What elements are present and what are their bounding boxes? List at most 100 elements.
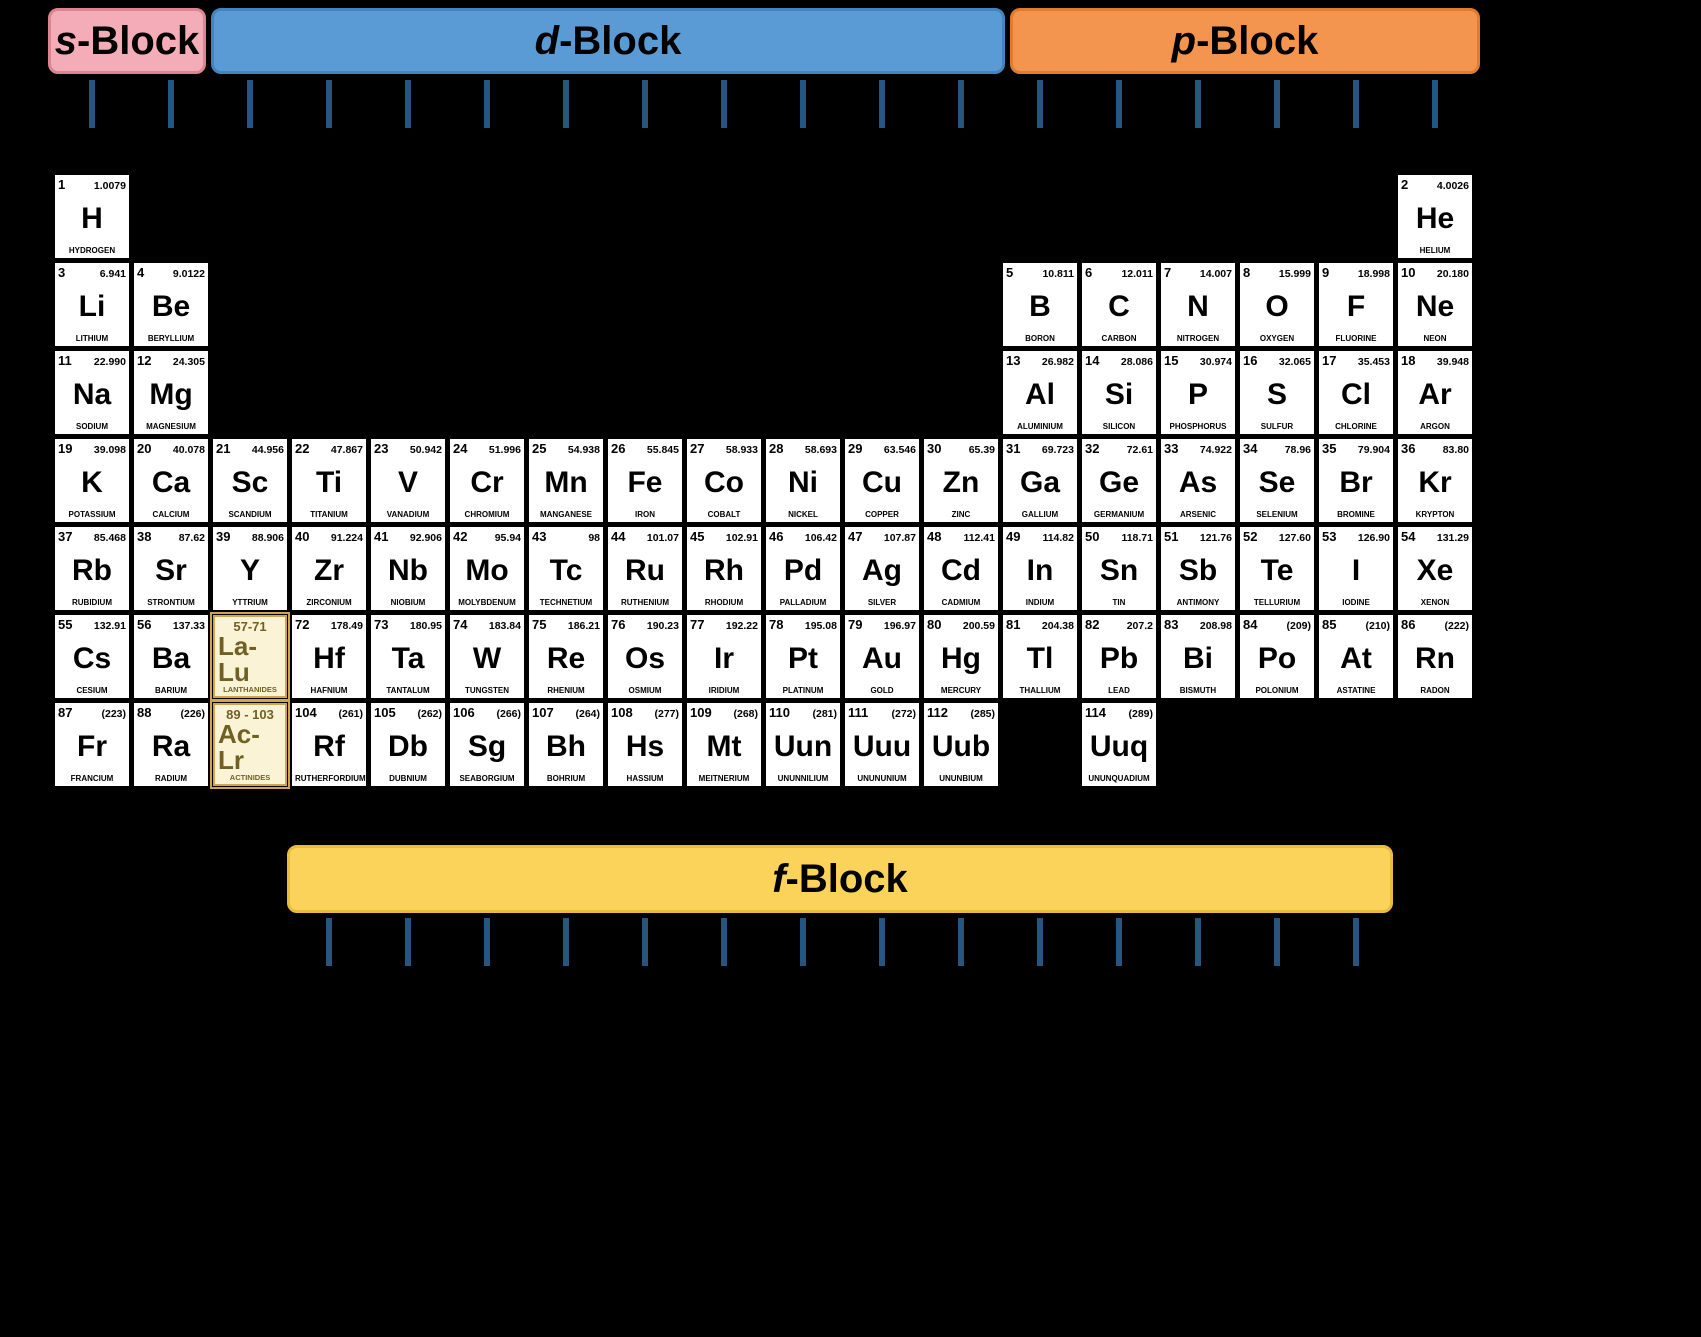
atomic-number: 11 <box>58 353 72 368</box>
element-cell-top: 88(226) <box>137 706 205 719</box>
atomic-mass: 74.922 <box>1199 444 1232 456</box>
atomic-mass: 121.76 <box>1199 532 1232 544</box>
element-cell-top: 104(261) <box>295 706 363 719</box>
atomic-mass: 58.693 <box>804 444 837 456</box>
element-name: POTASSIUM <box>68 510 116 520</box>
column-tick <box>1353 80 1359 128</box>
block-suffix: -Block <box>1196 18 1319 63</box>
column-tick <box>1116 918 1122 966</box>
column-tick <box>1116 80 1122 128</box>
atomic-number: 43 <box>532 529 547 544</box>
element-cell-top: 106(266) <box>453 706 521 719</box>
atomic-number: 82 <box>1085 617 1100 632</box>
element-name: RHODIUM <box>704 598 744 608</box>
atomic-number: 53 <box>1322 529 1337 544</box>
top-column-ticks <box>55 80 1472 128</box>
element-cell-top: 105(262) <box>374 706 442 719</box>
element-symbol: N <box>1187 290 1209 324</box>
element-symbol: Mg <box>149 378 193 412</box>
atomic-mass: (272) <box>891 708 916 720</box>
element-name: TECHNETIUM <box>539 598 593 608</box>
atomic-number: 36 <box>1401 441 1416 456</box>
atomic-number-range: 57-71 <box>233 619 267 634</box>
atomic-number: 106 <box>453 705 475 720</box>
element-name: LEAD <box>1108 686 1130 696</box>
element-cell-top: 13 26.982 <box>1006 354 1074 367</box>
atomic-mass: 127.60 <box>1278 532 1311 544</box>
atomic-mass: 131.29 <box>1436 532 1469 544</box>
atomic-mass: 39.948 <box>1436 356 1469 368</box>
atomic-number: 48 <box>927 529 942 544</box>
atomic-number: 18 <box>1401 353 1416 368</box>
element-name: POLONIUM <box>1255 686 1299 696</box>
atomic-number: 88 <box>137 705 152 720</box>
atomic-number: 38 <box>137 529 152 544</box>
column-tick <box>642 80 648 128</box>
element-name: TELLURIUM <box>1253 598 1301 608</box>
element-name: NIOBIUM <box>390 598 426 608</box>
element-symbol: Xe <box>1416 554 1454 588</box>
column-tick <box>958 918 964 966</box>
element-name: YTTRIUM <box>232 598 268 608</box>
atomic-mass: 26.982 <box>1041 356 1074 368</box>
element-symbol: Fe <box>627 466 663 500</box>
element-symbol: Bi <box>1183 642 1213 676</box>
element-symbol: Sn <box>1099 554 1139 588</box>
atomic-number: 7 <box>1164 265 1172 280</box>
element-name: PALLADIUM <box>779 598 827 608</box>
atomic-mass: 51.996 <box>488 444 521 456</box>
atomic-mass: 102.91 <box>725 532 758 544</box>
s-block-label: s-Block <box>55 19 200 64</box>
atomic-number-range: 89 - 103 <box>226 707 274 722</box>
element-symbol: Ga <box>1019 466 1061 500</box>
atomic-mass: 54.938 <box>567 444 600 456</box>
element-symbol: Na <box>72 378 112 412</box>
atomic-number: 29 <box>848 441 863 456</box>
block-suffix: -Block <box>785 856 908 901</box>
atomic-mass: 98 <box>588 532 600 544</box>
element-name: FLUORINE <box>1335 334 1377 344</box>
element-name: RUTHENIUM <box>621 598 669 608</box>
atomic-number: 16 <box>1243 353 1258 368</box>
element-symbol: Uun <box>773 730 833 764</box>
element-symbol: Ru <box>625 554 665 588</box>
element-name: RUTHERFORDIUM <box>295 774 366 784</box>
element-name: COPPER <box>865 510 899 520</box>
element-name: IRON <box>635 510 655 520</box>
column-tick <box>879 918 885 966</box>
atomic-mass: 79.904 <box>1357 444 1390 456</box>
element-symbol: At <box>1340 642 1372 676</box>
element-symbol: As <box>1178 466 1218 500</box>
atomic-number: 13 <box>1006 353 1021 368</box>
element-name: HYDROGEN <box>68 246 116 256</box>
atomic-number: 35 <box>1322 441 1337 456</box>
atomic-number: 44 <box>611 529 626 544</box>
atomic-number: 56 <box>137 617 152 632</box>
column-tick <box>1037 918 1043 966</box>
atomic-mass: 183.84 <box>488 620 521 632</box>
element-name: UNUNQUADIUM <box>1088 774 1150 784</box>
atomic-mass: 39.098 <box>93 444 126 456</box>
